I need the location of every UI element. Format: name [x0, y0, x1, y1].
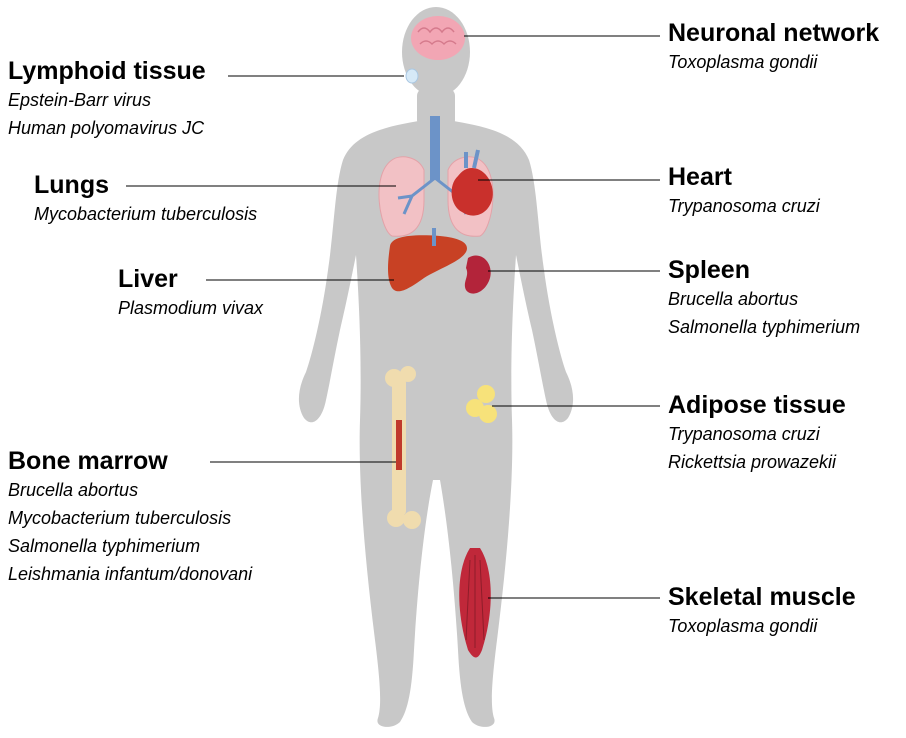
- pathogen: Trypanosoma cruzi: [668, 420, 846, 448]
- pathogen: Epstein-Barr virus: [8, 86, 206, 114]
- label-skeletal-muscle: Skeletal muscle Toxoplasma gondii: [668, 582, 856, 640]
- site-title: Spleen: [668, 255, 860, 285]
- pathogen: Toxoplasma gondii: [668, 48, 879, 76]
- site-title: Lymphoid tissue: [8, 56, 206, 86]
- body-silhouette: [299, 7, 573, 727]
- label-heart: Heart Trypanosoma cruzi: [668, 162, 820, 220]
- label-lymphoid-tissue: Lymphoid tissue Epstein-Barr virus Human…: [8, 56, 206, 142]
- label-adipose-tissue: Adipose tissue Trypanosoma cruzi Rickett…: [668, 390, 846, 476]
- pathogen: Rickettsia prowazekii: [668, 448, 846, 476]
- pathogen: Salmonella typhimerium: [8, 532, 252, 560]
- label-neuronal-network: Neuronal network Toxoplasma gondii: [668, 18, 879, 76]
- site-title: Bone marrow: [8, 446, 252, 476]
- site-title: Liver: [118, 264, 263, 294]
- label-lungs: Lungs Mycobacterium tuberculosis: [34, 170, 257, 228]
- pathogen: Brucella abortus: [8, 476, 252, 504]
- pathogen: Salmonella typhimerium: [668, 313, 860, 341]
- site-title: Lungs: [34, 170, 257, 200]
- pathogen: Leishmania infantum/donovani: [8, 560, 252, 588]
- label-spleen: Spleen Brucella abortus Salmonella typhi…: [668, 255, 860, 341]
- pathogen: Human polyomavirus JC: [8, 114, 206, 142]
- pathogen: Mycobacterium tuberculosis: [34, 200, 257, 228]
- pathogen: Toxoplasma gondii: [668, 612, 856, 640]
- lymph-node-icon: [406, 69, 418, 83]
- label-liver: Liver Plasmodium vivax: [118, 264, 263, 322]
- pathogen: Mycobacterium tuberculosis: [8, 504, 252, 532]
- brain-icon: [411, 16, 465, 60]
- pathogen: Plasmodium vivax: [118, 294, 263, 322]
- site-title: Adipose tissue: [668, 390, 846, 420]
- pathogen: Brucella abortus: [668, 285, 860, 313]
- site-title: Heart: [668, 162, 820, 192]
- site-title: Neuronal network: [668, 18, 879, 48]
- site-title: Skeletal muscle: [668, 582, 856, 612]
- label-bone-marrow: Bone marrow Brucella abortus Mycobacteri…: [8, 446, 252, 588]
- pathogen: Trypanosoma cruzi: [668, 192, 820, 220]
